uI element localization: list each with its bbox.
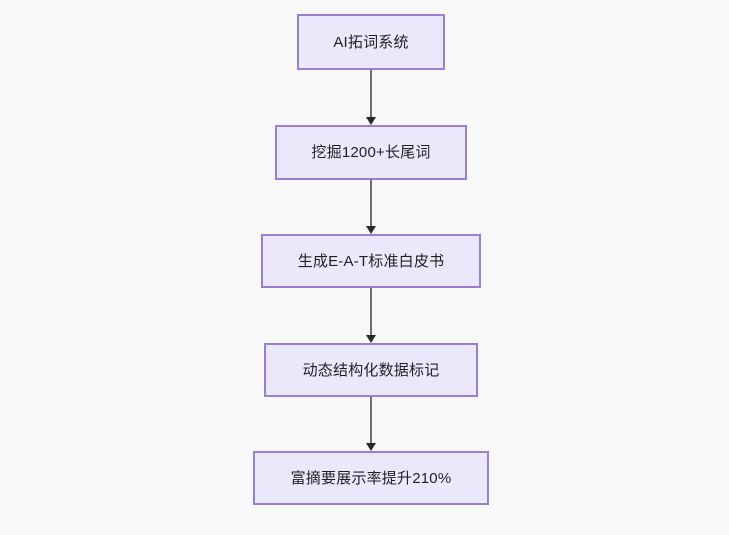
connector-line [370, 70, 372, 119]
arrowhead-icon [366, 117, 376, 125]
flow-node-label: AI拓词系统 [333, 33, 409, 51]
flow-connector-2-to-3 [366, 180, 376, 234]
flow-node-mine-longtail-keywords[interactable]: 挖掘1200+长尾词 [275, 125, 467, 180]
flow-node-label: 生成E-A-T标准白皮书 [297, 252, 445, 270]
flow-connector-1-to-2 [366, 70, 376, 125]
flow-node-rich-snippet-impression-uplift[interactable]: 富摘要展示率提升210% [253, 451, 489, 505]
flow-node-ai-keyword-system[interactable]: AI拓词系统 [297, 14, 445, 70]
connector-line [370, 288, 372, 337]
flow-node-label: 富摘要展示率提升210% [290, 469, 452, 487]
flow-node-dynamic-structured-data-markup[interactable]: 动态结构化数据标记 [264, 343, 478, 397]
arrowhead-icon [366, 226, 376, 234]
arrowhead-icon [366, 443, 376, 451]
flow-node-label: 动态结构化数据标记 [302, 361, 440, 379]
flow-node-label: 挖掘1200+长尾词 [311, 144, 431, 161]
flow-connector-4-to-5 [366, 397, 376, 451]
flow-node-generate-eat-whitepaper[interactable]: 生成E-A-T标准白皮书 [261, 234, 481, 288]
arrowhead-icon [366, 335, 376, 343]
connector-line [370, 180, 372, 228]
flow-connector-3-to-4 [366, 288, 376, 343]
connector-line [370, 397, 372, 445]
